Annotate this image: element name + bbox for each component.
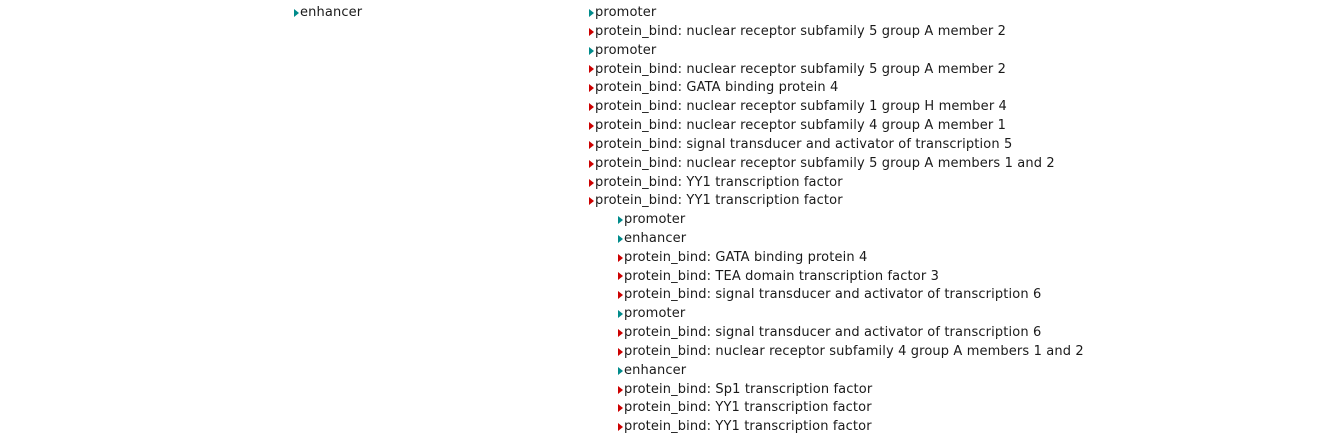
feature-label: protein_bind: YY1 transcription factor — [624, 400, 872, 416]
feature-label: protein_bind: TEA domain transcription f… — [624, 268, 939, 284]
triangle-right-icon — [589, 27, 594, 37]
feature-label: protein_bind: Sp1 transcription factor — [624, 381, 873, 397]
triangle-right-icon — [618, 291, 623, 300]
feature-label: protein_bind: YY1 transcription factor — [624, 419, 872, 435]
feature-row[interactable]: protein_bind: YY1 transcription factor — [589, 174, 1055, 193]
triangle-right-icon — [589, 84, 594, 93]
feature-label: protein_bind: signal transducer and acti… — [624, 287, 1042, 303]
feature-label: promoter — [624, 306, 686, 322]
feature-row[interactable]: protein_bind: nuclear receptor subfamily… — [589, 23, 1055, 42]
triangle-right-icon — [589, 8, 594, 18]
triangle-right-icon — [618, 423, 623, 432]
feature-row[interactable]: protein_bind: nuclear receptor subfamily… — [589, 61, 1055, 80]
feature-row[interactable]: protein_bind: signal transducer and acti… — [618, 286, 1084, 305]
feature-label: enhancer — [300, 5, 363, 20]
triangle-right-icon — [618, 328, 623, 338]
triangle-right-icon — [618, 253, 623, 263]
feature-label: protein_bind: signal transducer and acti… — [624, 325, 1042, 341]
triangle-right-icon — [618, 310, 623, 319]
feature-label: protein_bind: nuclear receptor subfamily… — [595, 118, 1007, 134]
feature-row[interactable]: enhancer — [618, 362, 1084, 381]
feature-row[interactable]: protein_bind: nuclear receptor subfamily… — [589, 155, 1055, 174]
triangle-right-icon — [589, 46, 594, 56]
primary-feature-column: promoter protein_bind: nuclear receptor s… — [589, 4, 1055, 211]
feature-row[interactable]: protein_bind: signal transducer and acti… — [589, 136, 1055, 155]
feature-row[interactable]: promoter — [589, 4, 1055, 23]
feature-label: protein_bind: signal transducer and acti… — [595, 136, 1013, 152]
triangle-right-icon — [589, 65, 594, 74]
feature-label: protein_bind: GATA binding protein 4 — [595, 80, 839, 96]
feature-label: protein_bind: nuclear receptor subfamily… — [595, 155, 1055, 171]
feature-label: protein_bind: nuclear receptor subfamily… — [595, 23, 1007, 39]
feature-label: protein_bind: nuclear receptor subfamily… — [595, 99, 1007, 115]
triangle-right-icon — [618, 347, 623, 357]
triangle-right-icon — [618, 234, 623, 244]
feature-row[interactable]: protein_bind: GATA binding protein 4 — [618, 249, 1084, 268]
feature-label: protein_bind: YY1 transcription factor — [595, 174, 843, 190]
triangle-right-icon — [589, 103, 594, 112]
triangle-right-icon — [589, 140, 594, 150]
feature-label: enhancer — [624, 230, 687, 246]
feature-row[interactable]: protein_bind: nuclear receptor subfamily… — [589, 98, 1055, 117]
feature-label: protein_bind: nuclear receptor subfamily… — [595, 61, 1007, 77]
feature-row[interactable]: enhancer — [294, 4, 362, 23]
feature-row[interactable]: protein_bind: YY1 transcription factor — [589, 192, 1055, 211]
feature-row[interactable]: protein_bind: signal transducer and acti… — [618, 324, 1084, 343]
triangle-right-icon — [294, 8, 299, 18]
triangle-right-icon — [589, 197, 594, 206]
feature-row[interactable]: enhancer — [618, 230, 1084, 249]
triangle-right-icon — [618, 385, 623, 395]
feature-row[interactable]: promoter — [589, 42, 1055, 61]
feature-label: enhancer — [624, 362, 687, 378]
feature-label: protein_bind: YY1 transcription factor — [595, 193, 843, 209]
feature-row[interactable]: promoter — [618, 211, 1084, 230]
feature-row[interactable]: protein_bind: nuclear receptor subfamily… — [589, 117, 1055, 136]
feature-row[interactable]: protein_bind: TEA domain transcription f… — [618, 268, 1084, 287]
feature-label: protein_bind: GATA binding protein 4 — [624, 249, 868, 265]
triangle-right-icon — [618, 366, 623, 376]
triangle-right-icon — [589, 159, 594, 169]
upstream-feature-column: enhancer — [294, 4, 362, 23]
downstream-feature-column: promoter enhancer protein_bind: GATA bindi… — [618, 211, 1084, 437]
feature-label: promoter — [595, 42, 657, 58]
triangle-right-icon — [618, 272, 623, 281]
feature-row[interactable]: protein_bind: Sp1 transcription factor — [618, 381, 1084, 400]
triangle-right-icon — [618, 404, 623, 413]
triangle-right-icon — [618, 215, 623, 225]
triangle-right-icon — [589, 178, 594, 188]
feature-label: promoter — [624, 212, 686, 227]
feature-row[interactable]: protein_bind: YY1 transcription factor — [618, 418, 1084, 437]
feature-row[interactable]: protein_bind: nuclear receptor subfamily… — [618, 343, 1084, 362]
triangle-right-icon — [589, 121, 594, 131]
feature-row[interactable]: promoter — [618, 305, 1084, 324]
feature-row[interactable]: protein_bind: YY1 transcription factor — [618, 399, 1084, 418]
feature-label: promoter — [595, 5, 657, 20]
feature-label: protein_bind: nuclear receptor subfamily… — [624, 343, 1084, 359]
feature-row[interactable]: protein_bind: GATA binding protein 4 — [589, 79, 1055, 98]
